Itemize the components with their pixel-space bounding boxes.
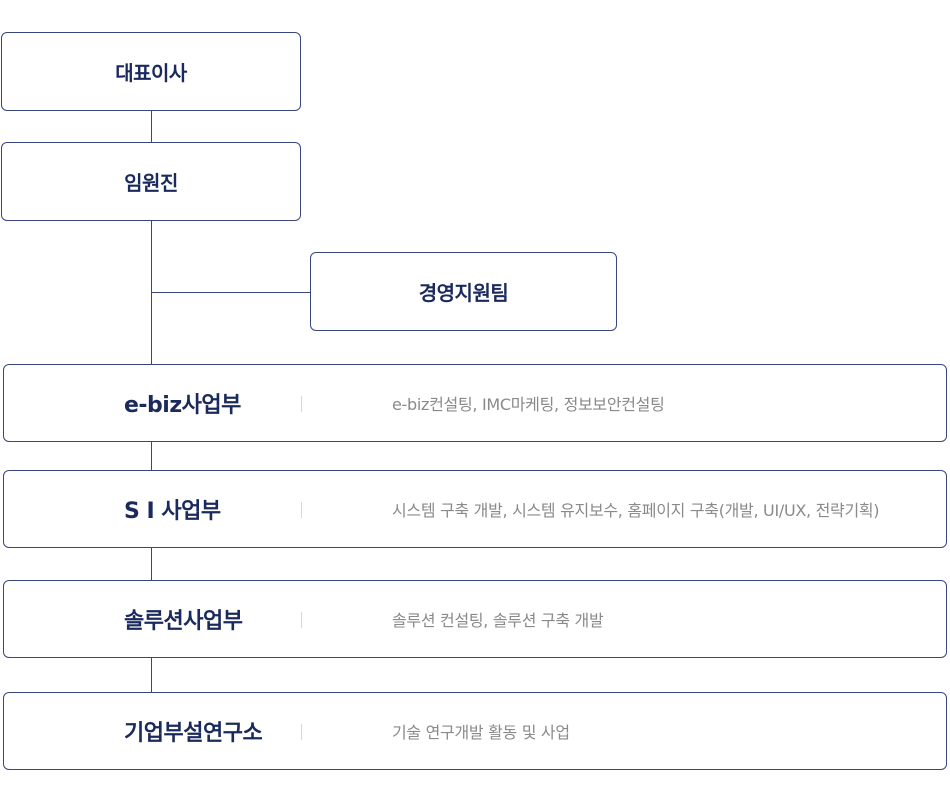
connector-solution-research xyxy=(151,657,152,693)
connector-si-solution xyxy=(151,547,152,581)
department-description: e-biz컨설팅, IMC마케팅, 정보보안컨설팅 xyxy=(392,395,665,414)
executives-node: 임원진 xyxy=(1,142,301,221)
connector-executives-main-trunk xyxy=(151,221,152,365)
connector-ceo-executives xyxy=(151,111,152,143)
ceo-node: 대표이사 xyxy=(1,32,301,111)
department-row-si: S I 사업부 시스템 구축 개발, 시스템 유지보수, 홈페이지 구축(개발,… xyxy=(3,470,947,548)
department-name: 솔루션사업부 xyxy=(124,609,243,634)
department-row-research: 기업부설연구소 기술 연구개발 활동 및 사업 xyxy=(3,692,947,770)
department-name: e-biz사업부 xyxy=(124,393,241,418)
department-separator xyxy=(301,396,302,412)
department-separator xyxy=(301,612,302,628)
department-description: 시스템 구축 개발, 시스템 유지보수, 홈페이지 구축(개발, UI/UX, … xyxy=(392,501,880,520)
department-row-ebiz: e-biz사업부 e-biz컨설팅, IMC마케팅, 정보보안컨설팅 xyxy=(3,364,947,442)
executives-label: 임원진 xyxy=(124,171,178,195)
management-support-label: 경영지원팀 xyxy=(418,281,509,305)
department-description: 솔루션 컨설팅, 솔루션 구축 개발 xyxy=(392,611,604,630)
ceo-label: 대표이사 xyxy=(115,61,187,85)
connector-ebiz-si xyxy=(151,441,152,471)
department-row-solution: 솔루션사업부 솔루션 컨설팅, 솔루션 구축 개발 xyxy=(3,580,947,658)
department-name: S I 사업부 xyxy=(124,499,221,524)
management-support-node: 경영지원팀 xyxy=(310,252,617,331)
department-separator xyxy=(301,502,302,518)
department-separator xyxy=(301,724,302,740)
department-name: 기업부설연구소 xyxy=(124,721,263,746)
connector-branch-management-support xyxy=(151,292,311,293)
department-description: 기술 연구개발 활동 및 사업 xyxy=(392,723,570,742)
